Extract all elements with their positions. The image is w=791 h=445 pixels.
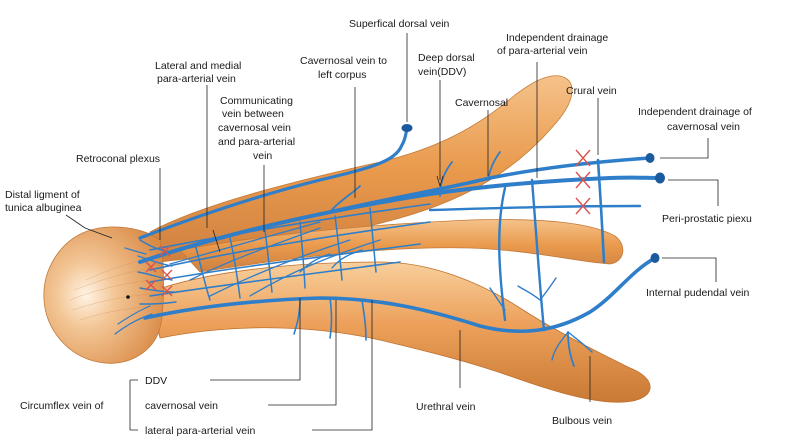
label-retroconal-plexus: Retroconal plexus: [76, 153, 160, 165]
tissue-layer: [43, 75, 651, 403]
label-deep-dorsal-vein-l2: vein(DDV): [418, 66, 466, 78]
label-circumflex-ddv: DDV: [145, 375, 167, 387]
label-independent-drainage-para-l2: of para-arterial vein: [497, 45, 588, 57]
superficial-dorsal-vein-end: [401, 124, 413, 132]
label-communicating-l4: and para-arterial: [218, 136, 295, 148]
superficial-dorsal-vein: [138, 126, 409, 240]
label-independent-drainage-para-l1: Independent drainage: [506, 32, 608, 44]
ligation-marks: [145, 149, 591, 297]
label-bulbous-vein: Bulbous vein: [552, 415, 612, 427]
vein-network: [114, 124, 665, 367]
glans: [43, 226, 164, 364]
deep-dorsal-vein-end: [655, 172, 665, 184]
label-deep-dorsal-vein-l1: Deep dorsal: [418, 52, 475, 64]
label-cavernosal-to-left-corpus-l1: Cavernosal vein to: [300, 55, 387, 67]
distal-ligament-dot: [126, 295, 130, 299]
label-independent-drainage-cav-l2: cavernosal vein: [667, 121, 740, 133]
internal-pudendal-end: [650, 253, 660, 263]
leader-lines: [65, 33, 719, 431]
label-superficial-dorsal-vein: Superfical dorsal vein: [349, 18, 450, 30]
urethral-trunk: [143, 256, 657, 334]
label-circumflex-cavernosal: cavernosal vein: [145, 400, 218, 412]
label-crural-vein: Crural vein: [566, 85, 617, 97]
label-lateral-medial-para-l1: Lateral and medial: [155, 60, 241, 72]
label-cavernosal: Cavernosal: [455, 97, 508, 109]
label-communicating-l5: vein: [253, 150, 272, 162]
corpus-spongiosum: [149, 261, 651, 403]
label-communicating-l3: cavernosal vein: [218, 122, 291, 134]
label-circumflex-lateral: lateral para-arterial vein: [145, 425, 255, 437]
label-distal-ligament-l1: Distal ligment of: [5, 189, 80, 201]
label-peri-prostatic-plexus: Peri-prostatic piexu: [662, 213, 752, 225]
peri-prostatic-branch: [428, 204, 642, 212]
cavernosal-vein-end: [645, 153, 655, 163]
deep-dorsal-vein: [138, 175, 662, 264]
label-urethral-vein: Urethral vein: [416, 401, 476, 413]
label-independent-drainage-cav-l1: Independent drainage of: [638, 106, 752, 118]
label-circumflex-vein-of: Circumflex vein of: [20, 400, 104, 412]
label-communicating-l2: vein between: [222, 108, 284, 120]
label-distal-ligament-l2: tunica albuginea: [5, 202, 82, 214]
labels-layer: Superfical dorsal vein Independent drain…: [5, 18, 752, 437]
label-communicating-l1: Communicating: [220, 95, 293, 107]
label-internal-pudendal-vein: Internal pudendal vein: [646, 287, 749, 299]
label-cavernosal-to-left-corpus-l2: left corpus: [318, 69, 366, 81]
label-lateral-medial-para-l2: para-arterial vein: [157, 73, 236, 85]
